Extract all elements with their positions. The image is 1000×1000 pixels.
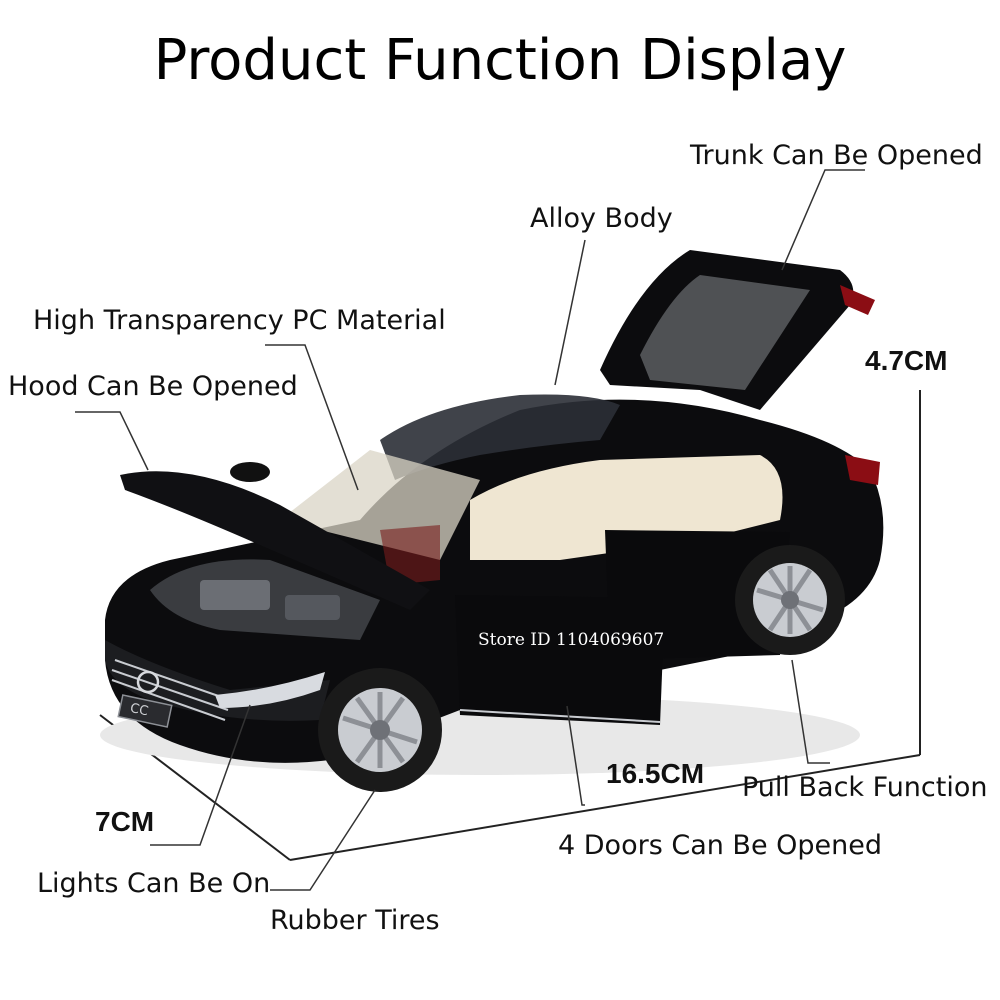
- dimension-length: 16.5CM: [606, 758, 705, 789]
- label-doors: 4 Doors Can Be Opened: [558, 830, 883, 861]
- store-watermark: Store ID 1104069607: [478, 630, 665, 650]
- label-alloy-body: Alloy Body: [530, 203, 673, 234]
- plate-badge: CC: [129, 701, 150, 719]
- rear-wheel: [735, 545, 845, 655]
- callout-lines: [75, 169, 865, 891]
- label-hood: Hood Can Be Opened: [8, 371, 298, 402]
- label-tires: Rubber Tires: [270, 905, 440, 936]
- label-pull-back: Pull Back Function: [742, 772, 988, 803]
- dimension-width: 7CM: [95, 806, 155, 837]
- page-title: Product Function Display: [153, 28, 847, 93]
- label-trunk: Trunk Can Be Opened: [690, 140, 983, 171]
- car-body: [100, 250, 884, 775]
- front-wheel: [318, 668, 442, 792]
- label-lights: Lights Can Be On: [37, 868, 271, 899]
- dimension-height: 4.7CM: [865, 345, 948, 376]
- label-pc-material: High Transparency PC Material: [33, 305, 446, 336]
